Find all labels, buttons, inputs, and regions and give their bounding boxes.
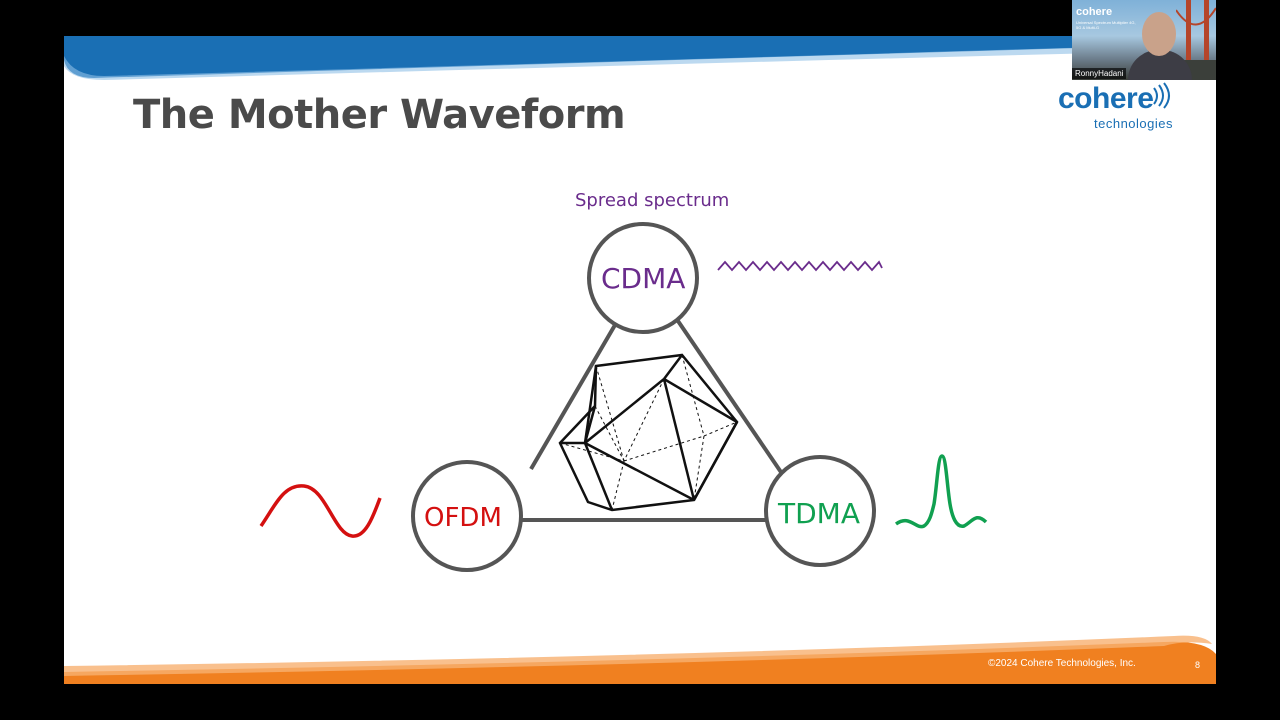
pulse-wave-icon — [894, 454, 988, 529]
spread-spectrum-caption: Spread spectrum — [575, 190, 730, 211]
video-tagline: Universal Spectrum Multiplier 4G, 5G & M… — [1076, 20, 1136, 30]
icosahedron-icon — [558, 353, 739, 512]
signal-waves-icon — [1153, 82, 1170, 109]
logo-wordmark: cohere — [1058, 82, 1154, 115]
participant-video[interactable]: cohere Universal Spectrum Multiplier 4G,… — [1072, 0, 1216, 80]
edge-cdma-tdma — [676, 319, 787, 480]
top-blue-band — [64, 36, 1216, 78]
participant-name: RonnyHadani — [1072, 68, 1127, 79]
cdma-node — [587, 222, 699, 334]
zigzag-wave-icon — [717, 260, 883, 272]
participant-avatar — [1142, 12, 1176, 56]
page-number: 8 — [1195, 660, 1201, 670]
top-light-band — [64, 46, 1216, 80]
logo-subtitle: technologies — [1094, 116, 1173, 131]
bottom-light-band — [64, 635, 1212, 676]
video-brand: cohere — [1076, 6, 1113, 18]
copyright-footer: ©2024 Cohere Technologies, Inc. — [988, 658, 1136, 669]
sine-wave-icon — [259, 484, 382, 538]
tdma-node — [764, 455, 876, 567]
tdma-label: TDMA — [778, 497, 860, 530]
cohere-logo: cohere technologies — [1058, 82, 1188, 131]
ofdm-node — [411, 460, 523, 572]
waveform-diagram — [259, 222, 988, 572]
slide-title: The Mother Waveform — [133, 92, 626, 138]
cdma-label: CDMA — [601, 262, 686, 295]
ofdm-label: OFDM — [424, 503, 502, 533]
slide: The Mother Waveform cohere technologies — [64, 36, 1216, 684]
edge-cdma-ofdm — [529, 323, 617, 471]
slide-background-bands — [64, 36, 1216, 684]
